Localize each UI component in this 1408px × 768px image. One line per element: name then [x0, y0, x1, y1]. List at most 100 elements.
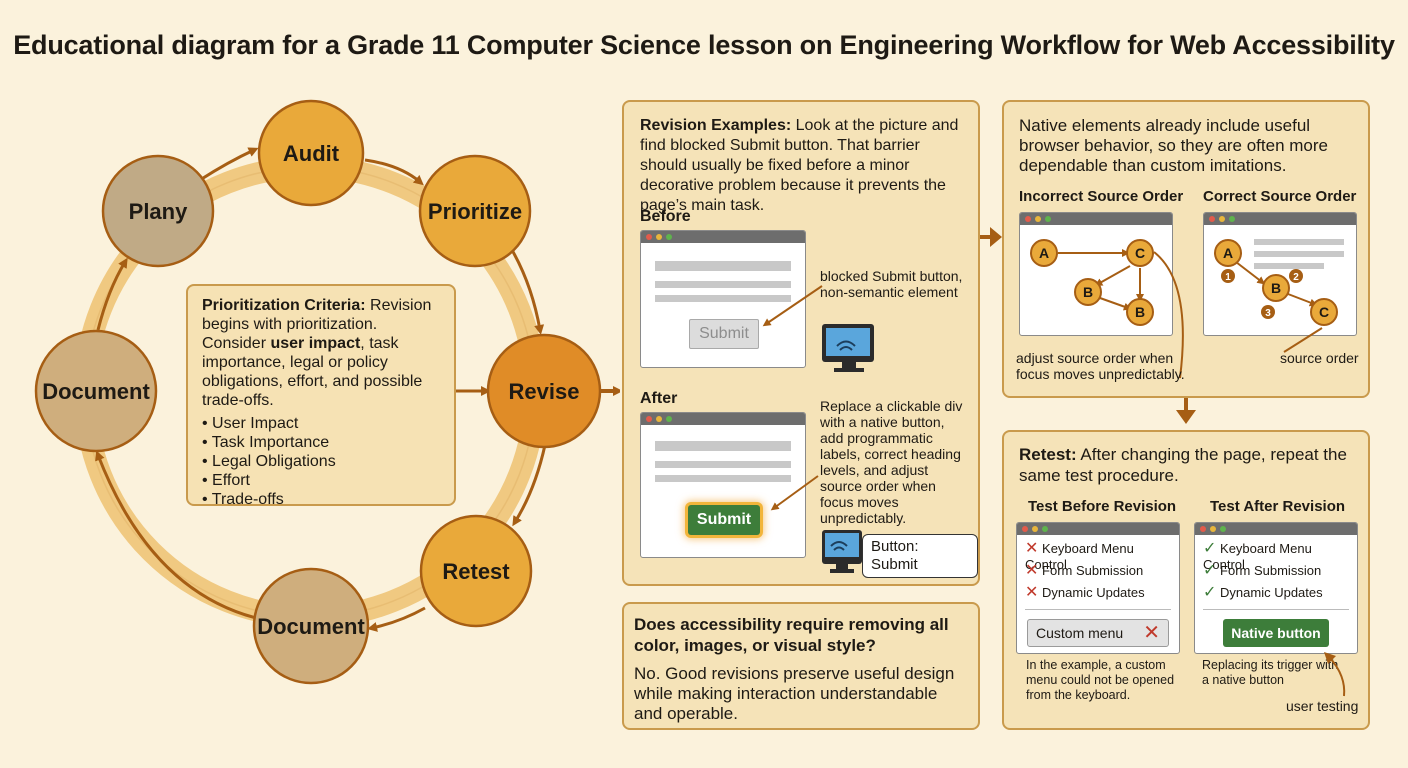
- arrow-to-native: [980, 227, 1002, 247]
- cycle-node-plany: [101, 154, 215, 268]
- retest-panel: Retest: After changing the page, repeat …: [1002, 430, 1370, 730]
- cycle-node-label: Document: [257, 614, 365, 639]
- before-label: Before: [640, 208, 691, 225]
- incorrect-order-heading: Incorrect Source Order: [1019, 188, 1184, 205]
- check-row-pass: ✓ Keyboard Menu Control: [1203, 541, 1357, 573]
- revision-text: Revision Examples: Look at the picture a…: [640, 116, 970, 216]
- test-after-mockup: ✓ Keyboard Menu Control ✓ Form Submissio…: [1194, 522, 1358, 654]
- check-icon: ✓: [1203, 562, 1217, 579]
- workflow-cycle: AuditPrioritizeReviseRetestDocumentDocum…: [34, 99, 620, 685]
- correct-order-heading: Correct Source Order: [1203, 188, 1357, 205]
- native-button[interactable]: Native button: [1223, 619, 1329, 647]
- arrow-prioritize-revise: [510, 249, 545, 335]
- node-b2-label: B: [1135, 304, 1145, 320]
- node-c-label: C: [1135, 245, 1145, 261]
- screen-reader-bubble: Button: Submit: [862, 534, 978, 578]
- arrow-plany-audit: [199, 147, 259, 182]
- step-1: 1: [1225, 272, 1231, 283]
- check-row-fail: ✕ Keyboard Menu Control: [1025, 541, 1179, 573]
- check-row-pass: ✓ Form Submission: [1203, 563, 1321, 579]
- prioritization-criteria-panel: Prioritization Criteria: Revision begins…: [186, 284, 456, 509]
- test-before-note: In the example, a custom menu could not …: [1026, 658, 1175, 702]
- arrow-revise-retest: [512, 444, 547, 527]
- check-label: Form Submission: [1042, 563, 1144, 578]
- node-b-label: B: [1083, 284, 1093, 300]
- faq-question: Does accessibility require removing all …: [634, 615, 949, 655]
- criteria-intro-1: Revision begins with prioritization. Con…: [202, 297, 432, 352]
- x-icon: ✕: [1025, 540, 1039, 557]
- page-title: Educational diagram for a Grade 11 Compu…: [13, 30, 1395, 60]
- incorrect-order-note: adjust source order when focus moves unp…: [1016, 350, 1185, 382]
- native-text: Native elements already include useful b…: [1019, 116, 1328, 175]
- cycle-node-label: Audit: [283, 141, 340, 166]
- criteria-bold-term: user impact: [270, 335, 361, 352]
- test-before-mockup: ✕ Keyboard Menu Control ✕ Form Submissio…: [1016, 522, 1180, 654]
- criteria-item: Effort: [202, 471, 440, 490]
- retest-text: Retest: After changing the page, repeat …: [1019, 444, 1359, 486]
- after-note: Replace a clickable div with a native bu…: [820, 398, 963, 526]
- cycle-node-label: Retest: [442, 559, 510, 584]
- check-label: Dynamic Updates: [1042, 585, 1145, 600]
- cycle-node-label: Document: [42, 379, 150, 404]
- node-b-incorrect: [1074, 278, 1102, 306]
- user-testing-pointer: [1324, 652, 1346, 697]
- x-icon: ✕: [1025, 584, 1039, 601]
- custom-menu[interactable]: Custom menu ✕: [1027, 619, 1169, 647]
- correct-order-note: source order: [1280, 350, 1359, 366]
- after-note-pointer: [770, 475, 819, 511]
- arrow-document-document: [95, 450, 257, 620]
- check-icon: ✓: [1203, 584, 1217, 601]
- retest-body: After changing the page, repeat the same…: [1019, 445, 1347, 485]
- revision-heading: Revision Examples:: [640, 117, 792, 134]
- criteria-item: Legal Obligations: [202, 452, 440, 471]
- cycle-node-revise: [486, 333, 602, 449]
- before-note: blocked Submit button, non-semantic elem…: [820, 268, 963, 300]
- cycle-node-prioritize: [418, 154, 532, 268]
- node-c-correct-label: C: [1319, 304, 1329, 320]
- cycle-node-label: Prioritize: [428, 199, 522, 224]
- test-before-heading: Test Before Revision: [1028, 498, 1177, 515]
- source-order-graphics: A C B B A B C 1 2 3: [1030, 239, 1338, 379]
- close-icon: ✕: [1143, 622, 1160, 644]
- arrow-audit-prioritize: [364, 158, 424, 186]
- custom-menu-label: Custom menu: [1036, 625, 1124, 641]
- criteria-intro-2: , task importance, legal or policy oblig…: [202, 335, 423, 409]
- monitor-icon: [822, 324, 874, 372]
- blocked-submit-button: Submit: [689, 319, 759, 349]
- check-label: Keyboard Menu Control: [1203, 541, 1312, 572]
- native-elements-panel: Native elements already include useful b…: [1002, 100, 1370, 398]
- arrow-document-plany: [96, 257, 128, 331]
- revision-body: Look at the picture and find blocked Sub…: [640, 117, 959, 214]
- faq-answer: No. Good revisions preserve useful desig…: [634, 664, 955, 723]
- cycle-node-audit: [257, 99, 365, 207]
- faq-panel: Does accessibility require removing all …: [622, 602, 980, 730]
- criteria-list: User Impact Task Importance Legal Obliga…: [202, 414, 440, 509]
- step-3: 3: [1265, 308, 1271, 319]
- criteria-item: User Impact: [202, 414, 440, 433]
- cycle-node-document: [252, 567, 370, 685]
- revision-examples-panel: Revision Examples: Look at the picture a…: [622, 100, 980, 586]
- criteria-item: Trade-offs: [202, 490, 440, 509]
- user-testing-label: user testing: [1286, 698, 1359, 714]
- check-label: Form Submission: [1220, 563, 1322, 578]
- node-c-correct: [1310, 298, 1338, 326]
- criteria-item: Task Importance: [202, 433, 440, 452]
- criteria-heading: Prioritization Criteria:: [202, 297, 366, 314]
- cycle-node-label: Plany: [129, 199, 188, 224]
- before-browser-mockup: Submit: [640, 230, 806, 368]
- after-browser-mockup: Submit: [640, 412, 806, 558]
- node-b2-incorrect: [1126, 298, 1154, 326]
- check-row-pass: ✓ Dynamic Updates: [1203, 585, 1323, 601]
- arrow-retest-document: [367, 606, 426, 632]
- node-a-correct-label: A: [1223, 245, 1233, 261]
- test-after-note: Replacing its trigger with a native butt…: [1202, 658, 1339, 687]
- before-note-pointer: [762, 285, 823, 327]
- step-2: 2: [1293, 272, 1299, 283]
- node-a-incorrect: [1030, 239, 1058, 267]
- check-row-fail: ✕ Dynamic Updates: [1025, 585, 1145, 601]
- node-c-incorrect: [1126, 239, 1154, 267]
- native-submit-button[interactable]: Submit: [688, 505, 760, 535]
- check-label: Dynamic Updates: [1220, 585, 1323, 600]
- check-icon: ✓: [1203, 540, 1217, 557]
- retest-heading: Retest:: [1019, 445, 1077, 464]
